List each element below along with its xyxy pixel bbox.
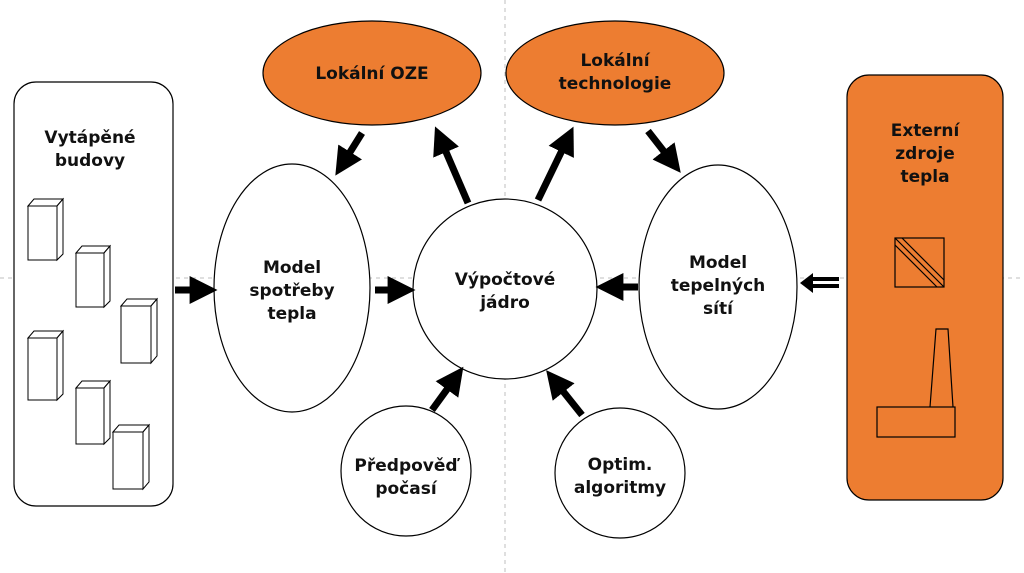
- heated-buildings-label-1: Vytápěné: [44, 128, 135, 148]
- heated-buildings-panel: Vytápěné budovy: [14, 82, 173, 506]
- arrow-tech-to-network: [648, 131, 673, 163]
- building-block-icon: [28, 199, 63, 260]
- core-label-1: Výpočtové: [455, 270, 556, 290]
- forecast-label-2: počasí: [375, 479, 438, 499]
- building-block-icon: [76, 246, 110, 307]
- external-sources-label-3: tepla: [900, 167, 949, 187]
- external-heat-sources-panel: Externí zdroje tepla: [847, 75, 1003, 500]
- optim-label-2: algoritmy: [574, 478, 666, 498]
- local-tech-label-2: technologie: [559, 74, 672, 94]
- optim-label-1: Optim.: [588, 455, 653, 475]
- local-res-node: Lokální OZE: [263, 21, 481, 125]
- network-model-label-1: Model: [689, 253, 747, 273]
- core-label-2: jádro: [479, 293, 530, 313]
- building-block-icon: [28, 331, 63, 400]
- computation-core-node: Výpočtové jádro: [413, 199, 597, 379]
- external-sources-label-1: Externí: [891, 121, 961, 141]
- building-block-icon: [76, 381, 110, 444]
- arrow-core-to-tech: [538, 138, 568, 200]
- heat-network-model-node: Model tepelných sítí: [639, 165, 797, 409]
- local-technologies-node: Lokální technologie: [506, 21, 724, 125]
- external-sources-label-2: zdroje: [895, 144, 954, 164]
- building-block-icon: [113, 425, 149, 489]
- forecast-label-1: Předpověď: [354, 456, 460, 476]
- local-res-label: Lokální OZE: [315, 64, 428, 84]
- heated-buildings-label-2: budovy: [55, 151, 125, 171]
- optimization-algorithms-node: Optim. algoritmy: [555, 408, 685, 538]
- arrow-forecast-to-core: [432, 377, 456, 410]
- weather-forecast-node: Předpověď počasí: [341, 406, 471, 536]
- arrow-core-to-res: [440, 138, 468, 203]
- arrow-external-to-network: [800, 273, 839, 293]
- consumption-model-label-3: tepla: [267, 304, 316, 324]
- network-model-label-3: sítí: [703, 299, 734, 319]
- local-tech-label-1: Lokální: [580, 51, 650, 71]
- arrow-optim-to-core: [554, 380, 582, 415]
- network-model-label-2: tepelných: [671, 276, 766, 296]
- consumption-model-label-1: Model: [263, 258, 321, 278]
- arrow-consumption-to-res: [342, 133, 362, 165]
- consumption-model-label-2: spotřeby: [249, 281, 334, 301]
- heat-consumption-model-node: Model spotřeby tepla: [214, 164, 370, 412]
- building-block-icon: [121, 299, 157, 363]
